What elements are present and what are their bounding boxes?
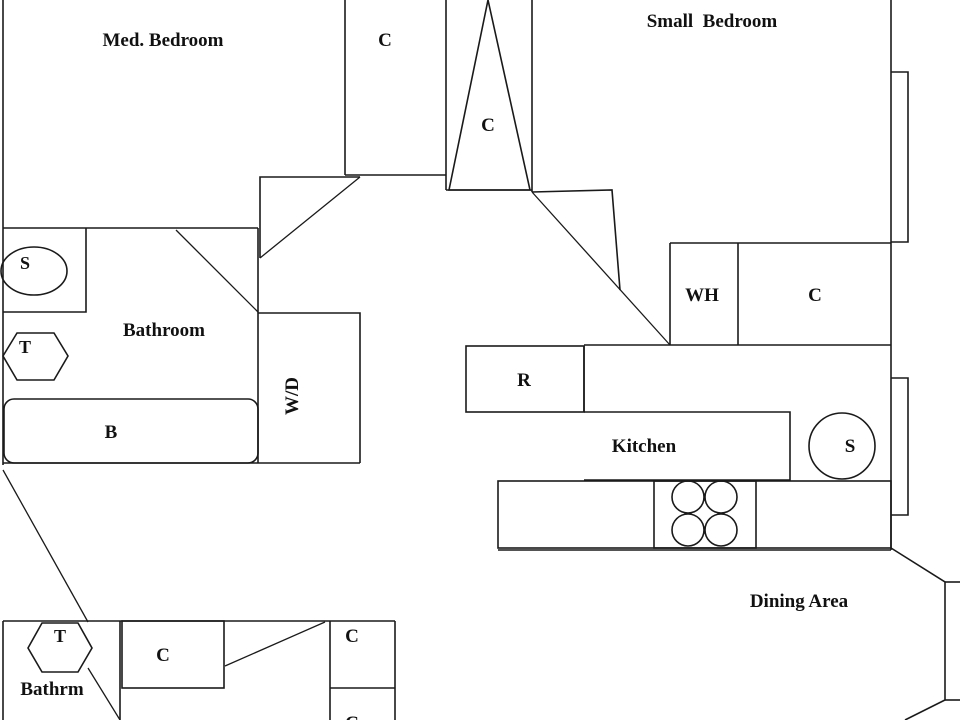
kitchen-counter-upper xyxy=(584,411,791,481)
door-swing-left xyxy=(259,176,361,259)
label-water-heater: WH xyxy=(685,285,719,306)
burner-2 xyxy=(704,480,738,514)
label-kitchen: Kitchen xyxy=(612,436,677,457)
door-swing-lower-closet xyxy=(224,621,326,667)
sink-box xyxy=(3,228,87,313)
label-small-bedroom: Small Bedroom xyxy=(647,11,778,32)
label-closet-triangle: C xyxy=(481,115,495,136)
door-swing-right xyxy=(531,191,671,346)
label-sink-bathroom: S xyxy=(20,253,30,273)
label-closet-right: C xyxy=(808,285,822,306)
label-closet-top: C xyxy=(378,30,392,51)
toilet-bathrm-shape xyxy=(27,622,93,673)
door-swing-lower xyxy=(2,469,89,623)
burner-3 xyxy=(671,513,705,547)
label-sink-kitchen: S xyxy=(845,436,856,457)
label-dining-area: Dining Area xyxy=(750,591,849,612)
sink-kitchen-shape xyxy=(808,412,876,480)
wall-window-2 xyxy=(891,377,909,516)
label-closet-lower-c: C xyxy=(345,713,359,720)
sink-bathroom-shape xyxy=(0,246,68,296)
label-closet-lower-a: C xyxy=(156,645,170,666)
burner-1 xyxy=(671,480,705,514)
label-bathrm: Bathrm xyxy=(20,679,84,700)
kitchen-counter-lower xyxy=(497,480,892,549)
burner-4 xyxy=(704,513,738,547)
wall-window-1 xyxy=(891,71,909,243)
wall-wd-box xyxy=(258,312,361,463)
bathtub-shape xyxy=(3,398,259,464)
stove-shape xyxy=(653,480,757,549)
door-swing-bath xyxy=(175,229,259,313)
toilet-bathroom-shape xyxy=(2,332,69,381)
label-bathroom: Bathroom xyxy=(123,320,205,341)
closet-lower-a-shape xyxy=(121,620,225,689)
label-refrigerator: R xyxy=(517,370,531,391)
fixtures xyxy=(0,0,892,720)
labels: Med. Bedroom Small Bedroom Bathroom Kitc… xyxy=(19,11,855,720)
label-toilet-bathrm: T xyxy=(54,626,66,646)
wall-door-recess-right xyxy=(531,189,621,291)
closet-triangle-shape xyxy=(448,0,531,191)
label-med-bedroom: Med. Bedroom xyxy=(102,30,223,51)
label-washer-dryer: W/D xyxy=(282,377,303,415)
wall-bay-window xyxy=(890,547,946,720)
wall-door-recess-left xyxy=(259,176,360,258)
label-bathtub: B xyxy=(105,422,118,443)
label-closet-lower-b: C xyxy=(345,626,359,647)
label-toilet-bathroom: T xyxy=(19,337,31,357)
door-swing-bathrm xyxy=(87,667,121,720)
